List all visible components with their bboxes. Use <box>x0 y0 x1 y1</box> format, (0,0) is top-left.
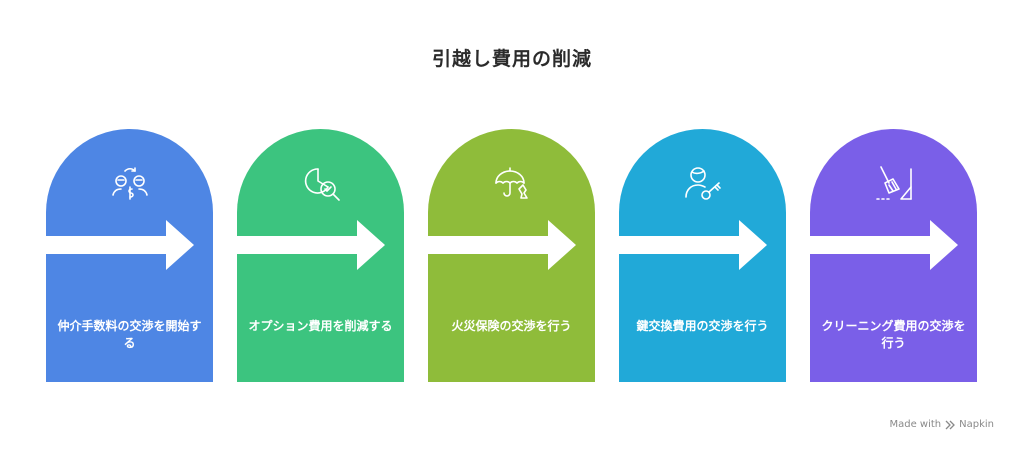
napkin-brand-text: Napkin <box>959 419 994 430</box>
flow-arrow-4 <box>619 220 767 270</box>
step-card-5: クリーニング費用の交渉を行う <box>810 129 977 382</box>
made-with-text: Made with <box>889 419 942 430</box>
step-card-3: 火災保険の交渉を行う <box>428 129 595 382</box>
step-card-1: 仲介手数料の交渉を開始する <box>46 129 213 382</box>
step-label-1: 仲介手数料の交渉を開始する <box>57 319 202 350</box>
step-card-2: オプション費用を削減する <box>237 129 404 382</box>
step-card-4: 鍵交換費用の交渉を行う <box>619 129 786 382</box>
flow-arrow-5 <box>810 220 958 270</box>
flow-arrow-1 <box>46 220 194 270</box>
step-label-3: 火災保険の交渉を行う <box>451 319 572 333</box>
napkin-credit[interactable]: Made with Napkin <box>889 419 994 430</box>
cost-analysis-icon <box>300 163 342 205</box>
key-exchange-icon <box>682 163 724 205</box>
step-label-2: オプション費用を削減する <box>248 319 393 333</box>
cleaning-icon <box>873 163 915 205</box>
step-label-5: クリーニング費用の交渉を行う <box>821 319 966 350</box>
insurance-icon <box>491 163 533 205</box>
flow-arrow-2 <box>237 220 385 270</box>
napkin-logo-icon <box>945 420 956 430</box>
diagram-title: 引越し費用の削減 <box>431 48 592 70</box>
negotiation-icon <box>109 163 151 205</box>
flow-arrow-3 <box>428 220 576 270</box>
step-label-4: 鍵交換費用の交渉を行う <box>636 319 769 333</box>
